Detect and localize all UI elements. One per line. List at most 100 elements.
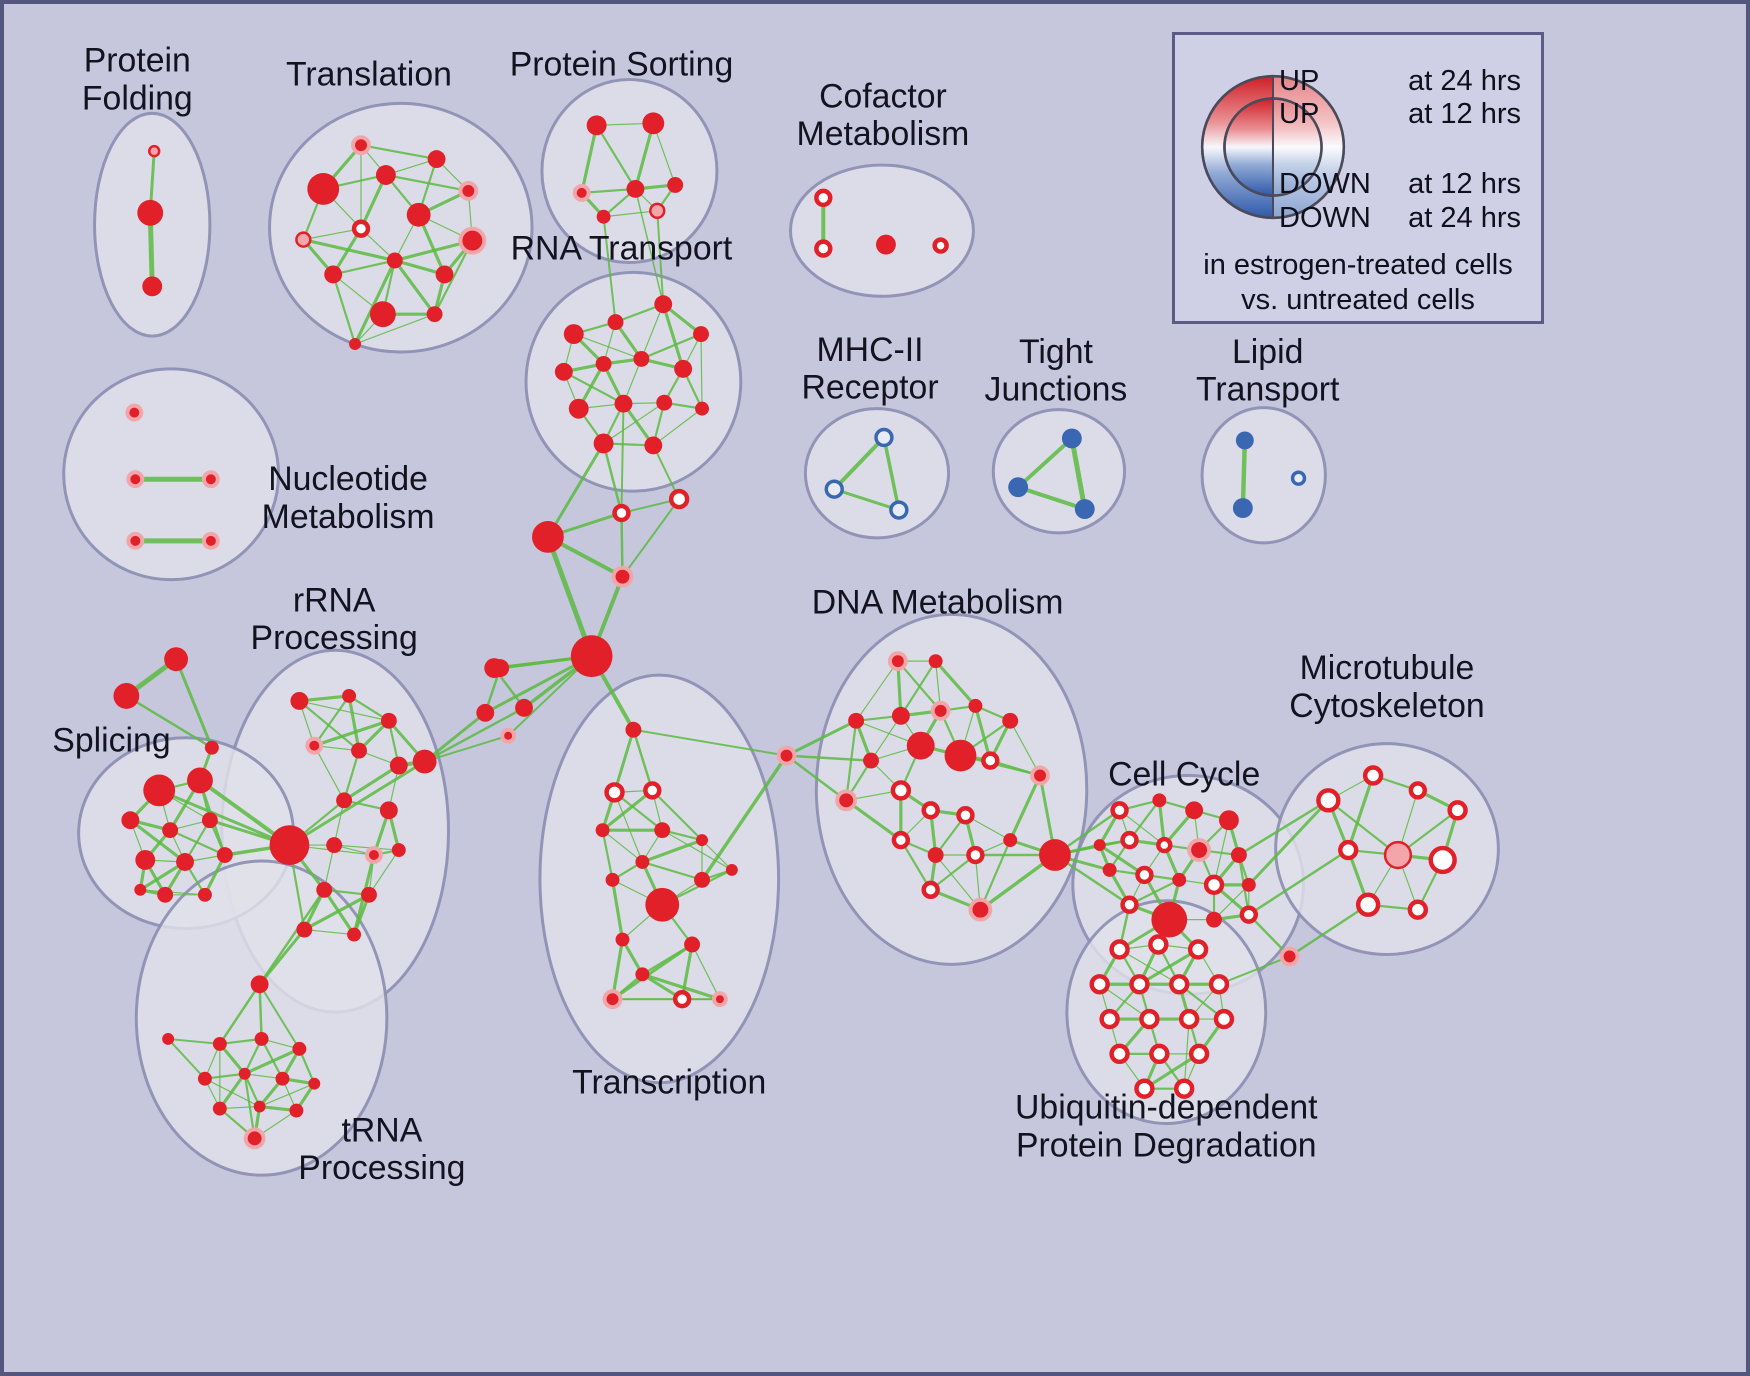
edge [845,719,858,802]
edge [691,943,721,1000]
node-rr7 [336,792,353,809]
edge [342,763,401,802]
edge [347,694,361,753]
node-ps5 [667,176,684,193]
node-tj2 [1008,477,1029,498]
edge [602,215,617,324]
edge [545,534,595,659]
edge [303,928,355,936]
node-ps2 [642,112,665,135]
node-dm17 [891,830,911,850]
node-rt5 [554,362,573,381]
node-ub8 [1099,1008,1120,1030]
node-cc13 [1241,877,1256,892]
node-rt2 [607,314,624,331]
legend-right-half-fade [1273,76,1344,218]
node-cf3 [875,234,896,255]
node-rr4 [305,736,324,755]
edge [870,715,902,762]
node-sp5 [201,812,218,829]
edge [333,844,400,851]
edge [312,719,391,748]
edge [167,1037,206,1080]
legend-outer-ring-outline [1200,74,1346,220]
node-rr12 [361,886,377,903]
edge [1240,438,1248,511]
edge [929,853,977,891]
node-nm3 [201,470,220,489]
edge [979,839,1012,911]
cluster-label-cofactor-metabolism: Metabolism [797,115,970,153]
node-sp8 [216,847,233,863]
cluster-label-mhc-ii-receptor: MHC-II [817,331,924,369]
edge [128,818,187,864]
edge [332,259,396,276]
legend-direction-label: DOWN [1279,168,1371,200]
node-cc5 [1120,830,1139,850]
edge [680,942,694,1001]
cluster-ellipse-cofactor-metabolism [789,163,975,298]
edge [1247,798,1330,887]
edge [359,144,438,161]
node-dm14 [1030,765,1050,786]
cluster-ellipse-tight-junctions [991,408,1127,535]
cluster-ellipse-transcription [538,673,781,1085]
node-tj1 [1061,428,1082,449]
edge [218,1037,263,1046]
cluster-label-ubiquitin-degradation: Ubiquitin-dependent [1015,1088,1318,1126]
node-tx10 [684,936,701,953]
node-tr9 [212,1101,227,1116]
edge [384,173,470,193]
node-t7 [351,219,371,238]
edge [423,711,487,764]
node-ub10 [1178,1008,1200,1030]
node-t2 [307,173,340,205]
legend-time-label: at 24 hrs [1408,202,1521,234]
edge [368,849,400,896]
node-tr11 [289,1103,304,1118]
node-ln2 [476,703,495,722]
edge [562,370,625,405]
edge [580,187,637,194]
node-rr13 [296,921,313,938]
edge [934,659,978,708]
node-t14 [426,306,443,323]
cluster-ellipse-translation [268,101,534,354]
node-ub1 [1109,939,1130,960]
cluster-label-protein-sorting: Protein Sorting [510,46,734,84]
legend-caption-line2: vs. untreated cells [1241,284,1475,316]
edge [1008,773,1042,842]
edge [640,303,664,360]
node-tx5 [635,855,650,869]
node-cf1 [814,188,833,208]
cluster-label-trna-processing: Processing [298,1149,465,1187]
cluster-label-protein-folding: Protein [84,42,191,80]
node-tx14 [711,991,728,1008]
node-nm4 [126,531,145,550]
node-ub16 [1174,1078,1195,1099]
node-ub9 [1139,1008,1160,1030]
node-bb6 [515,698,533,717]
legend-box: UP at 24 hrs UP at 12 hrs DOWN at 12 hrs… [1172,32,1544,324]
cluster-label-translation: Translation [286,56,452,94]
edge [832,435,886,492]
edge [1009,720,1041,777]
node-tx9 [615,932,630,947]
cluster-ellipse-lipid-transport [1200,406,1327,545]
edge [393,258,437,316]
node-sp9 [157,886,174,903]
legend-direction-label: DOWN [1279,202,1371,234]
node-dm8 [906,731,935,760]
edge [601,788,654,832]
node-tj3 [1074,499,1095,519]
node-mt6 [1383,840,1413,870]
edge [1213,884,1250,921]
edge [602,210,658,218]
edge [258,983,263,1041]
node-rt3 [654,295,673,314]
cluster-label-cell-cycle: Cell Cycle [1108,755,1260,793]
node-mt9 [1407,899,1429,920]
cluster-ellipse-rna-transport [524,270,743,493]
edge [1016,436,1074,490]
node-rt11 [656,394,673,411]
